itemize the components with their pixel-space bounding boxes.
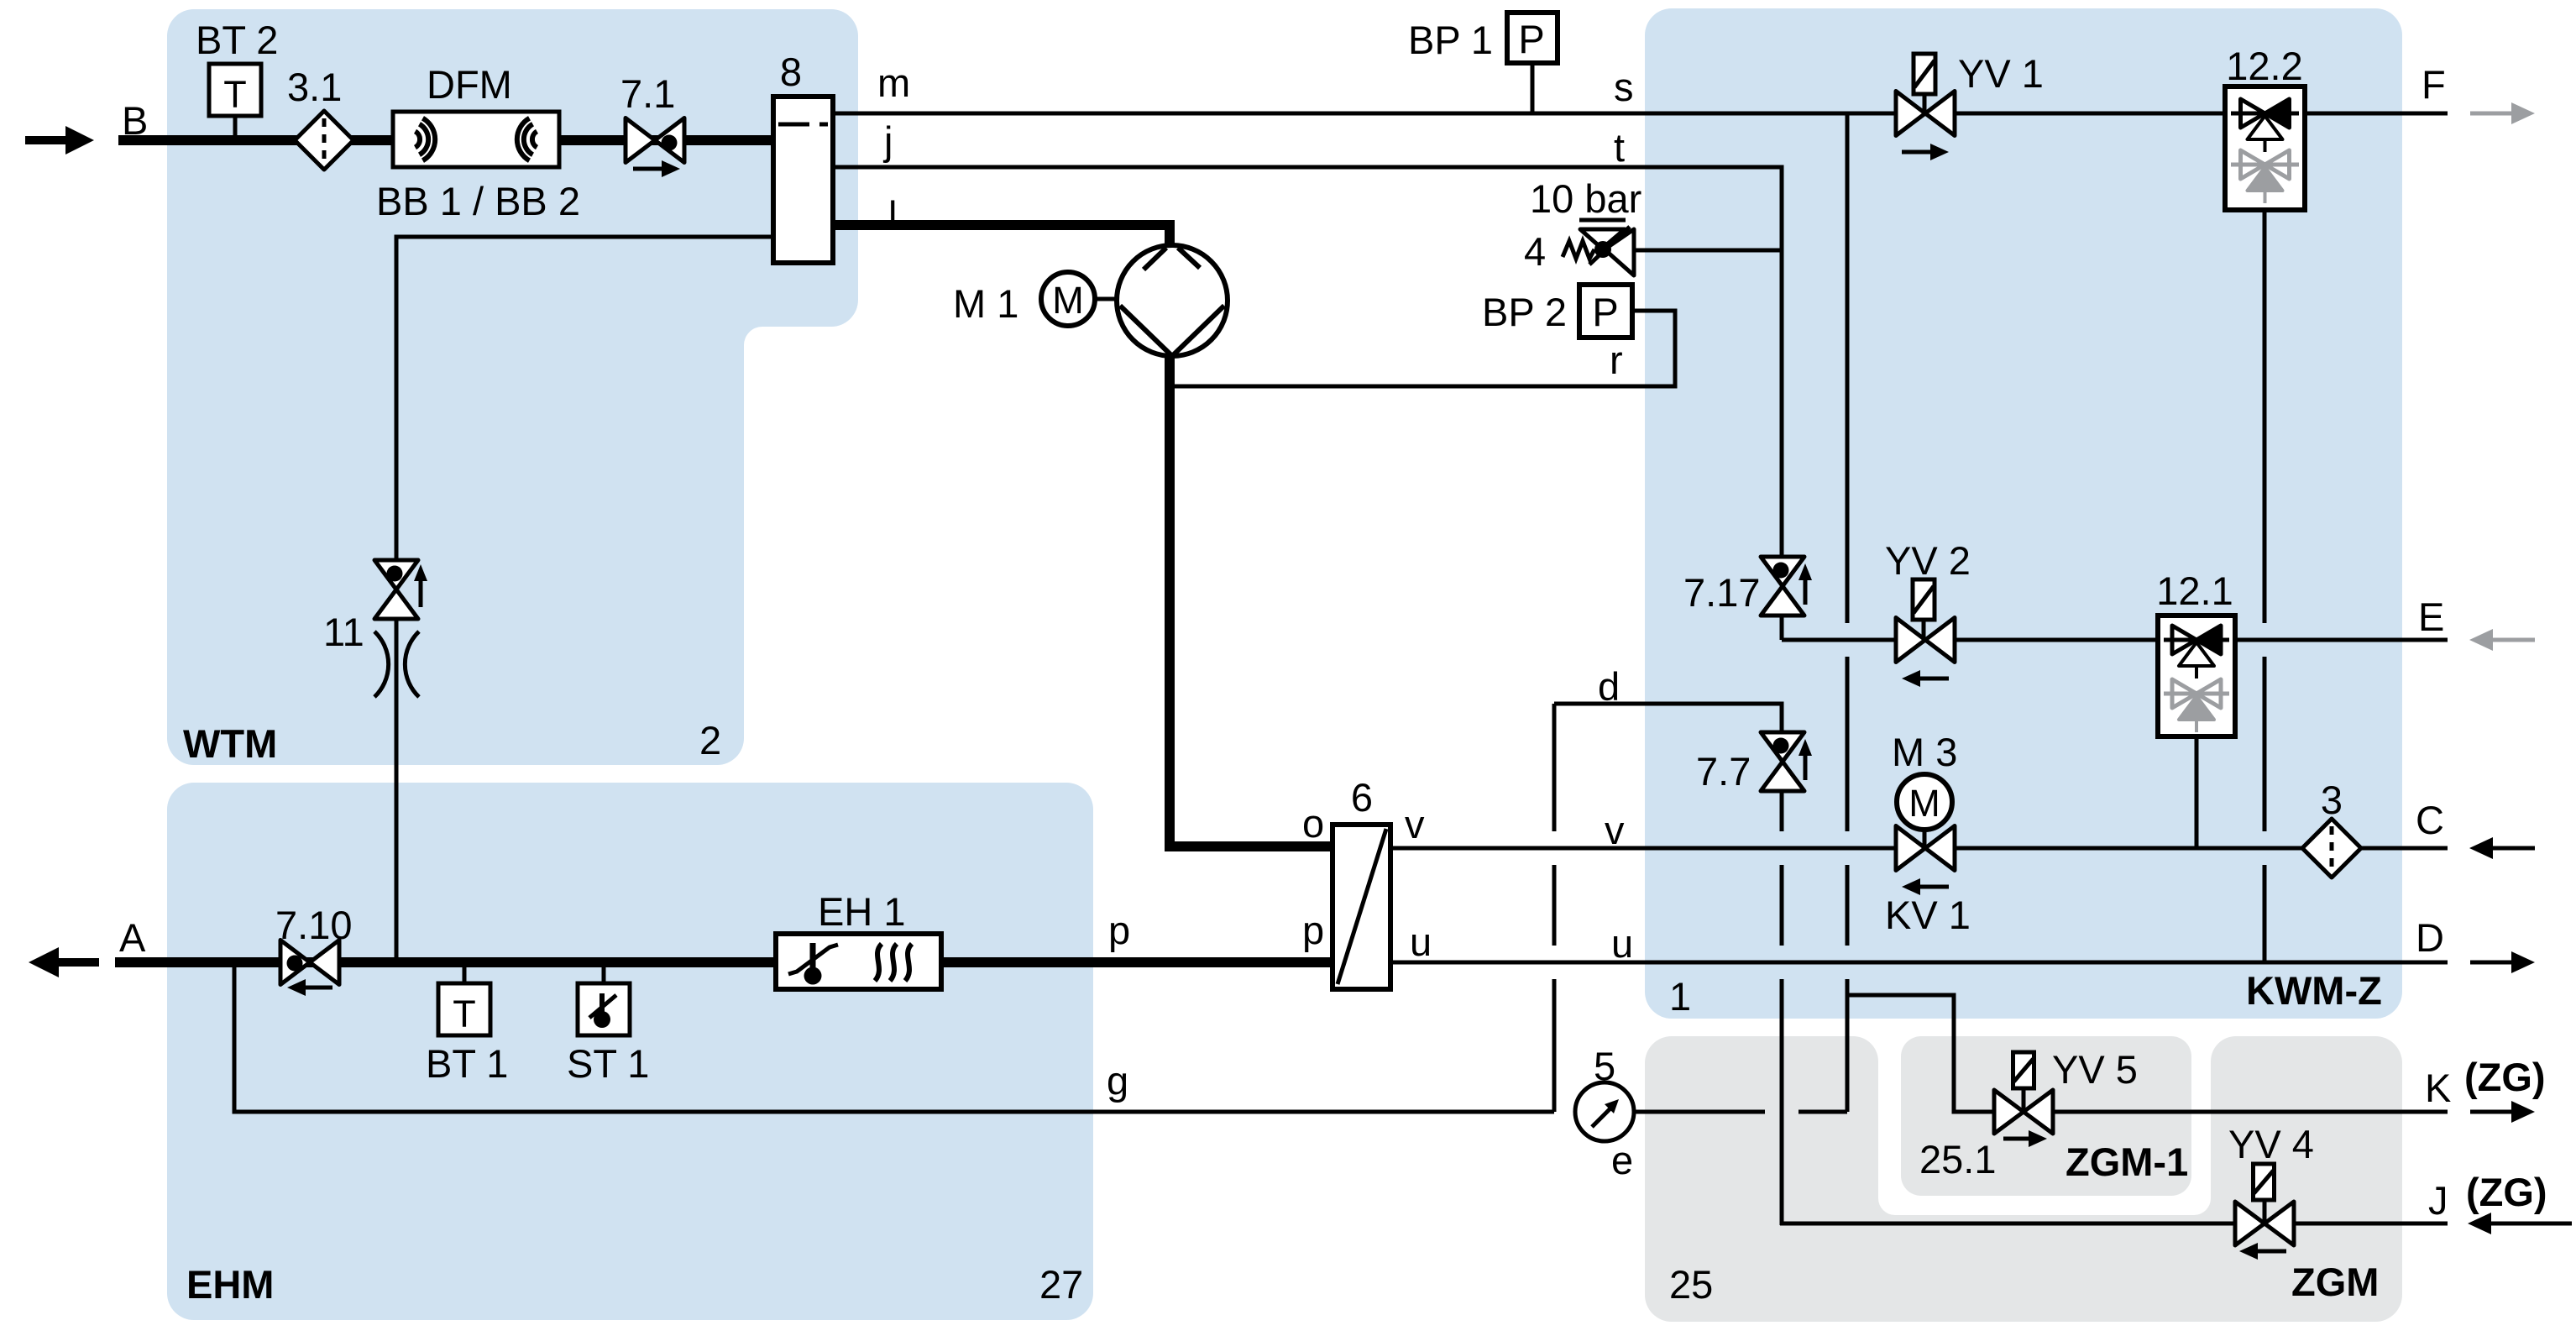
svg-text:11: 11 (323, 610, 364, 654)
svg-text:B: B (122, 98, 148, 143)
svg-text:25.1: 25.1 (1919, 1137, 1996, 1181)
svg-text:DFM: DFM (427, 62, 512, 107)
svg-text:m: m (877, 60, 910, 105)
svg-text:7.10: 7.10 (275, 903, 352, 947)
svg-text:A: A (119, 915, 146, 960)
svg-text:e: e (1611, 1138, 1633, 1182)
svg-text:BT 1: BT 1 (426, 1041, 508, 1086)
svg-text:p: p (1302, 908, 1324, 952)
svg-text:ST 1: ST 1 (567, 1041, 649, 1086)
svg-text:F: F (2422, 62, 2446, 107)
svg-text:C: C (2416, 798, 2444, 842)
svg-text:r: r (1610, 338, 1623, 382)
svg-text:D: D (2416, 915, 2444, 960)
svg-text:j: j (882, 118, 893, 163)
svg-text:3: 3 (2321, 778, 2343, 822)
svg-text:BB 1 / BB 2: BB 1 / BB 2 (376, 179, 580, 223)
svg-text:d: d (1598, 664, 1620, 709)
svg-text:KWM-Z: KWM-Z (2246, 968, 2382, 1013)
svg-text:M: M (1052, 279, 1084, 322)
svg-text:7.17: 7.17 (1683, 570, 1760, 615)
svg-text:7.1: 7.1 (620, 71, 675, 116)
svg-text:1: 1 (1669, 974, 1691, 1019)
svg-text:25: 25 (1669, 1262, 1713, 1307)
svg-text:KV 1: KV 1 (1885, 893, 1971, 937)
svg-text:5: 5 (1594, 1044, 1615, 1088)
svg-text:u: u (1410, 919, 1432, 964)
svg-text:T: T (453, 993, 476, 1035)
svg-text:v: v (1605, 808, 1625, 852)
svg-text:EH 1: EH 1 (818, 889, 906, 934)
svg-text:M 3: M 3 (1892, 730, 1957, 774)
svg-text:6: 6 (1351, 775, 1373, 820)
svg-text:ZGM: ZGM (2291, 1260, 2379, 1304)
svg-text:10 bar: 10 bar (1530, 176, 1641, 221)
svg-text:s: s (1614, 65, 1634, 109)
svg-text:o: o (1302, 801, 1324, 846)
svg-text:u: u (1611, 921, 1633, 966)
svg-text:8: 8 (780, 50, 802, 94)
svg-text:WTM: WTM (183, 721, 277, 766)
svg-text:YV 4: YV 4 (2228, 1122, 2314, 1166)
svg-text:J: J (2428, 1178, 2448, 1223)
svg-text:4: 4 (1524, 229, 1546, 274)
svg-text:P: P (1592, 290, 1618, 334)
svg-text:BP 1: BP 1 (1408, 18, 1493, 62)
svg-text:P: P (1518, 17, 1544, 61)
svg-text:v: v (1405, 802, 1425, 846)
svg-text:EHM: EHM (186, 1262, 274, 1307)
svg-text:(ZG): (ZG) (2466, 1170, 2547, 1214)
svg-text:t: t (1614, 125, 1625, 170)
svg-text:p: p (1108, 908, 1130, 952)
svg-text:K: K (2425, 1066, 2451, 1110)
svg-text:(ZG): (ZG) (2464, 1055, 2546, 1099)
svg-text:27: 27 (1039, 1262, 1083, 1307)
svg-text:YV 1: YV 1 (1958, 51, 2044, 96)
svg-text:7.7: 7.7 (1696, 749, 1751, 794)
svg-text:T: T (223, 73, 247, 116)
svg-text:BT 2: BT 2 (196, 18, 278, 62)
svg-text:ZGM-1: ZGM-1 (2066, 1140, 2188, 1184)
svg-text:BP 2: BP 2 (1482, 290, 1567, 334)
svg-text:YV 5: YV 5 (2052, 1047, 2138, 1092)
svg-text:YV 2: YV 2 (1885, 538, 1971, 583)
svg-text:2: 2 (699, 718, 721, 762)
svg-text:g: g (1107, 1058, 1128, 1103)
svg-text:3.1: 3.1 (287, 65, 342, 109)
svg-text:12.2: 12.2 (2226, 44, 2302, 88)
svg-text:12.1: 12.1 (2156, 568, 2233, 613)
svg-text:E: E (2418, 595, 2444, 639)
svg-text:M: M (1908, 782, 1940, 825)
svg-text:l: l (888, 193, 897, 238)
svg-text:M 1: M 1 (953, 281, 1018, 326)
